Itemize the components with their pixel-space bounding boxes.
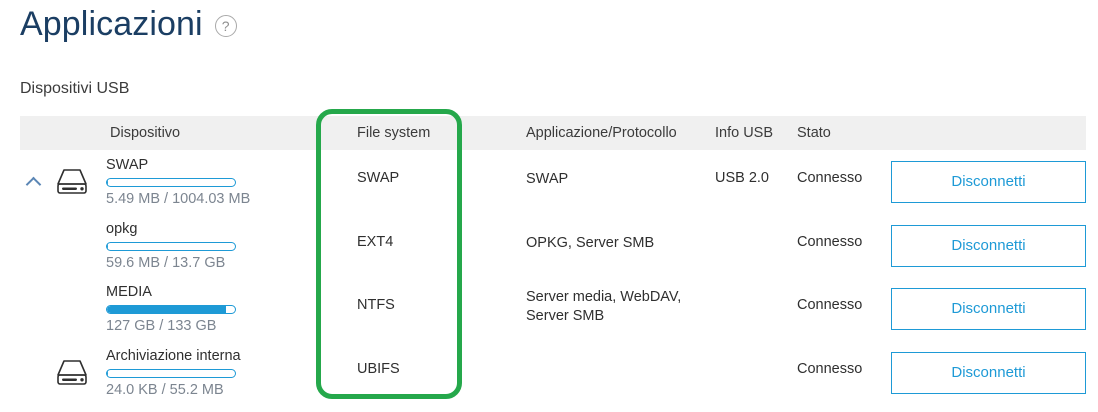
device-usage-text: 24.0 KB / 55.2 MB bbox=[106, 381, 224, 398]
device-name: opkg bbox=[106, 220, 138, 237]
drive-icon-svg bbox=[57, 359, 87, 385]
storage-usage-bar-fill bbox=[107, 369, 109, 377]
filesystem-value: EXT4 bbox=[357, 233, 394, 250]
status-value: Connesso bbox=[797, 297, 863, 313]
table-body: SWAP 5.49 MB / 1004.03 MB SWAP SWAP USB 2.… bbox=[20, 150, 1086, 404]
status-value: Connesso bbox=[797, 360, 863, 377]
table-header-row: Dispositivo File system Applicazione/Pro… bbox=[20, 116, 1086, 150]
device-name: Archiviazione interna bbox=[106, 347, 241, 364]
usb-devices-table: Dispositivo File system Applicazione/Pro… bbox=[20, 116, 1086, 404]
device-usage-text: 59.6 MB / 13.7 GB bbox=[106, 254, 226, 271]
storage-usage-bar bbox=[106, 368, 236, 378]
column-header-device: Dispositivo bbox=[110, 125, 181, 141]
filesystem-value: SWAP bbox=[357, 170, 400, 186]
column-header-filesystem: File system bbox=[357, 125, 431, 141]
drive-icon bbox=[52, 357, 94, 391]
device-name: MEDIA bbox=[106, 284, 152, 300]
storage-usage-bar bbox=[106, 178, 236, 187]
usb-info-value: USB 2.0 bbox=[715, 170, 769, 186]
action-cell: Disconnetti bbox=[891, 351, 1086, 394]
page-title: Applicazioni bbox=[20, 5, 203, 43]
table-row: SWAP 5.49 MB / 1004.03 MB SWAP SWAP USB 2.… bbox=[20, 150, 1086, 214]
device-cell: MEDIA 127 GB / 133 GB bbox=[106, 283, 336, 335]
filesystem-value: UBIFS bbox=[357, 360, 400, 377]
page-header: Applicazioni ? bbox=[20, 4, 237, 44]
device-cell: opkg 59.6 MB / 13.7 GB bbox=[106, 220, 336, 272]
filesystem-value: NTFS bbox=[357, 297, 395, 313]
section-title-usb-devices: Dispositivi USB bbox=[20, 80, 130, 97]
storage-usage-bar-fill bbox=[107, 306, 227, 313]
device-usage-text: 127 GB / 133 GB bbox=[106, 318, 217, 334]
storage-usage-bar bbox=[106, 305, 236, 314]
drive-icon bbox=[52, 166, 94, 200]
disconnect-button[interactable]: Disconnetti bbox=[891, 288, 1086, 330]
column-header-status: Stato bbox=[797, 125, 831, 141]
question-mark-icon[interactable]: ? bbox=[214, 15, 237, 37]
status-value: Connesso bbox=[797, 170, 863, 186]
storage-usage-bar-fill bbox=[107, 179, 109, 186]
table-row: MEDIA 127 GB / 133 GB NTFS Server media, … bbox=[20, 277, 1086, 341]
status-value: Connesso bbox=[797, 233, 863, 250]
drive-icon-svg bbox=[57, 169, 87, 194]
disconnect-button[interactable]: Disconnetti bbox=[891, 161, 1086, 203]
expand-collapse-toggle[interactable] bbox=[24, 174, 46, 194]
device-name: SWAP bbox=[106, 157, 149, 173]
storage-usage-bar bbox=[106, 241, 236, 251]
device-usage-text: 5.49 MB / 1004.03 MB bbox=[106, 191, 251, 207]
action-cell: Disconnetti bbox=[891, 288, 1086, 330]
application-protocol-value: Server media, WebDAV, Server SMB bbox=[526, 289, 682, 324]
disconnect-button[interactable]: Disconnetti bbox=[891, 224, 1086, 267]
storage-usage-bar-fill bbox=[107, 242, 109, 250]
application-protocol-value: OPKG, Server SMB bbox=[526, 234, 655, 251]
device-cell: SWAP 5.49 MB / 1004.03 MB bbox=[106, 156, 336, 208]
table-row: opkg 59.6 MB / 13.7 GB EXT4 OPKG, Server … bbox=[20, 214, 1086, 278]
disconnect-button[interactable]: Disconnetti bbox=[891, 351, 1086, 394]
action-cell: Disconnetti bbox=[891, 224, 1086, 267]
chevron-up-icon bbox=[25, 176, 42, 193]
application-protocol-value: SWAP bbox=[526, 171, 569, 187]
device-cell: Archiviazione interna 24.0 KB / 55.2 MB bbox=[106, 347, 336, 399]
table-row: Archiviazione interna 24.0 KB / 55.2 MB … bbox=[20, 341, 1086, 405]
action-cell: Disconnetti bbox=[891, 161, 1086, 203]
column-header-application: Applicazione/Protocollo bbox=[526, 125, 677, 141]
column-header-usb-info: Info USB bbox=[715, 125, 774, 141]
